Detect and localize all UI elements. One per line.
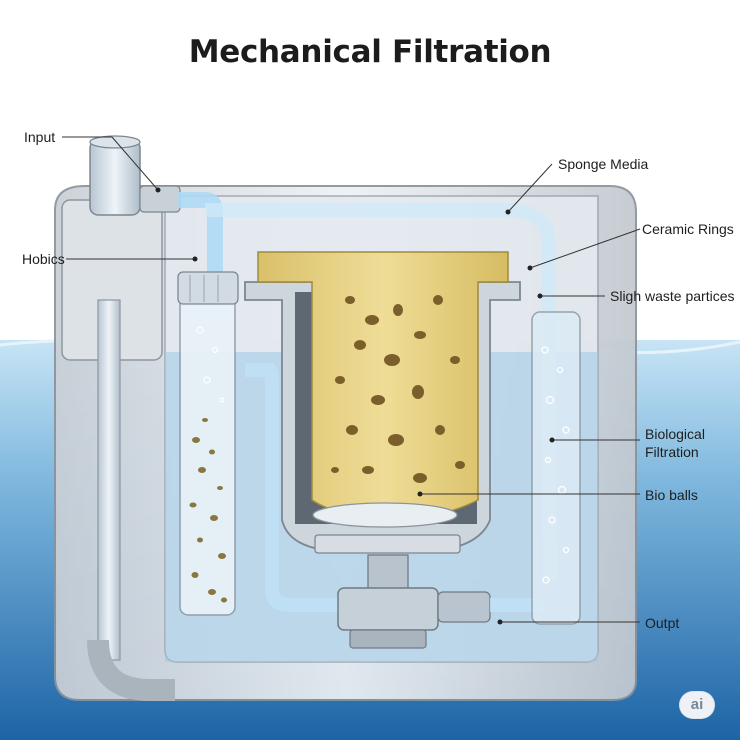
label-waste-particles: Sligh waste partices <box>610 288 735 304</box>
label-sponge-media: Sponge Media <box>558 156 649 172</box>
right-bio-tube <box>531 311 581 625</box>
bio-balls-tray <box>312 502 458 528</box>
label-output: Outpt <box>645 615 680 631</box>
pump-body <box>337 587 439 631</box>
label-bio-balls: Bio balls <box>645 487 698 503</box>
sponge-particles <box>331 295 465 483</box>
leader-lines <box>62 136 641 623</box>
ai-watermark-badge: ai <box>680 692 714 718</box>
left-tube-cap <box>177 271 239 305</box>
pump-foot <box>349 629 427 649</box>
left-flow <box>245 363 345 612</box>
left-tube-particles <box>189 418 227 603</box>
left-tube-bubbles <box>196 326 225 403</box>
pump-stem <box>367 554 409 591</box>
pump-outlet <box>437 591 491 623</box>
label-ceramic-rings: Ceramic Rings <box>642 221 734 237</box>
label-hobics: Hobics <box>22 251 65 267</box>
intake-pipe <box>97 299 121 661</box>
leader-dots <box>155 187 555 625</box>
input-nozzle-rim <box>89 135 141 149</box>
label-input: Input <box>24 129 56 145</box>
diagram-title: Mechanical Filtration <box>188 34 552 70</box>
intake-elbow <box>87 639 175 701</box>
right-tube-bubbles <box>541 346 570 584</box>
input-nozzle <box>89 139 141 216</box>
basket-base <box>314 534 461 554</box>
left-media-tube <box>179 274 236 616</box>
top-flow <box>205 203 557 581</box>
label-biological-filtration: Biological Filtration <box>645 426 705 460</box>
